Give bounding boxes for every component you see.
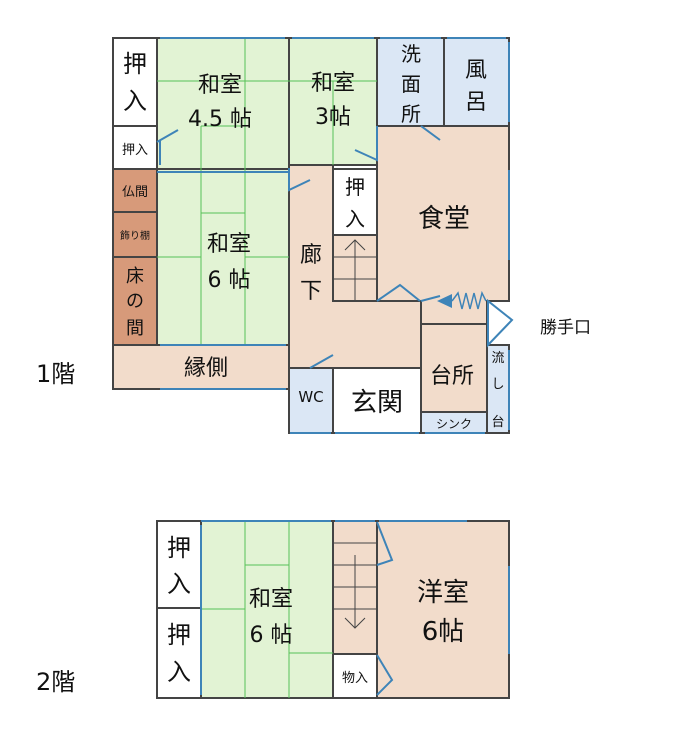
sink-label: シンク (436, 417, 472, 431)
room-mono-ire (332, 653, 378, 699)
oshiire-a-label-1: 押 (167, 534, 191, 562)
daidokoro-label: 台所 (430, 364, 474, 389)
washitsu-45-label-2: 4.5 帖 (188, 107, 252, 132)
nagashidai-label-1: 流 (491, 351, 504, 366)
yoshitsu-label-2: 6帖 (422, 617, 465, 647)
floor2-plan: 押 入 押 入 和室 6 帖 洋室 6帖 物入 2階 (36, 520, 510, 699)
washitsu-45-label-1: 和室 (198, 73, 242, 98)
furo-label-1: 風 (465, 58, 487, 83)
kitchen-entrance-arrow (437, 294, 452, 308)
oshiire-small-label: 押入 (122, 143, 148, 158)
roka-label-2: 下 (300, 279, 322, 304)
room-engawa (112, 344, 290, 390)
shokudo-label: 食堂 (418, 204, 470, 234)
stairs-1f (333, 239, 377, 301)
stairs-2f (333, 542, 377, 629)
wc-label: WC (298, 388, 323, 406)
labels-2f: 押 入 押 入 和室 6 帖 洋室 6帖 物入 2階 (36, 534, 469, 696)
washitsu-6-label-2: 6 帖 (208, 268, 251, 293)
oshiire-top-label-2: 入 (123, 87, 147, 115)
room-oshiire-top (112, 37, 158, 127)
tokonoma-label-1: 床 (126, 266, 144, 287)
genkan-label: 玄関 (351, 388, 403, 418)
room-oshiire-mid (332, 168, 378, 236)
tatami-lines-2f (201, 521, 333, 698)
engawa-label: 縁側 (184, 356, 228, 381)
washitsu-3-label-1: 和室 (311, 71, 355, 96)
katteguchi-label: 勝手口 (540, 318, 591, 338)
mono-ire-label: 物入 (342, 671, 368, 686)
oshiire-b-label-1: 押 (167, 621, 191, 649)
room-genkan (332, 367, 422, 434)
roka-label-1: 廊 (300, 243, 322, 268)
washitsu-6-2f-label-1: 和室 (249, 587, 293, 612)
dashed-lines-1f (333, 300, 421, 369)
windows-2f (200, 520, 510, 696)
room-senmenjo (376, 37, 445, 127)
washitsu-3-label-2: 3帖 (315, 105, 351, 130)
floor1-plan: 押 入 押入 仏間 飾り棚 床 の 間 和室 4.5 帖 和室 3帖 洗 面 所… (36, 37, 591, 434)
oshiire-b-label-2: 入 (167, 658, 191, 686)
oshiire-a-label-2: 入 (167, 570, 191, 598)
floor1-label: 1階 (36, 360, 75, 388)
room-washitsu-4-5 (156, 37, 290, 170)
tokonoma-label-2: の (126, 291, 144, 312)
room-yoshitsu (376, 520, 510, 699)
yoshitsu-label-1: 洋室 (417, 578, 469, 608)
labels-1f: 押 入 押入 仏間 飾り棚 床 の 間 和室 4.5 帖 和室 3帖 洗 面 所… (36, 42, 591, 431)
washitsu-6-label-1: 和室 (207, 232, 251, 257)
room-oshiire-a (156, 520, 202, 609)
oshiire-mid-label-1: 押 (345, 175, 365, 199)
tokonoma-label-3: 間 (126, 318, 144, 339)
senmenjo-label-3: 所 (401, 102, 421, 126)
butsuma-label: 仏間 (122, 185, 148, 200)
tatami-lines-1f (157, 38, 377, 345)
nagashidai-label-2: し (491, 377, 504, 392)
washitsu-6-2f-label-2: 6 帖 (250, 623, 293, 648)
room-tokonoma (112, 256, 158, 346)
kazaridana-label: 飾り棚 (120, 229, 150, 242)
oshiire-top-label-1: 押 (123, 50, 147, 78)
senmenjo-label-1: 洗 (401, 42, 421, 66)
nagashidai-label-3: 台 (491, 415, 504, 430)
floor2-label: 2階 (36, 668, 75, 696)
spring-door-symbol (451, 290, 487, 310)
oshiire-mid-label-2: 入 (345, 207, 365, 231)
senmenjo-label-2: 面 (401, 72, 421, 96)
windows-1f (156, 37, 514, 434)
furo-label-2: 呂 (465, 90, 487, 115)
